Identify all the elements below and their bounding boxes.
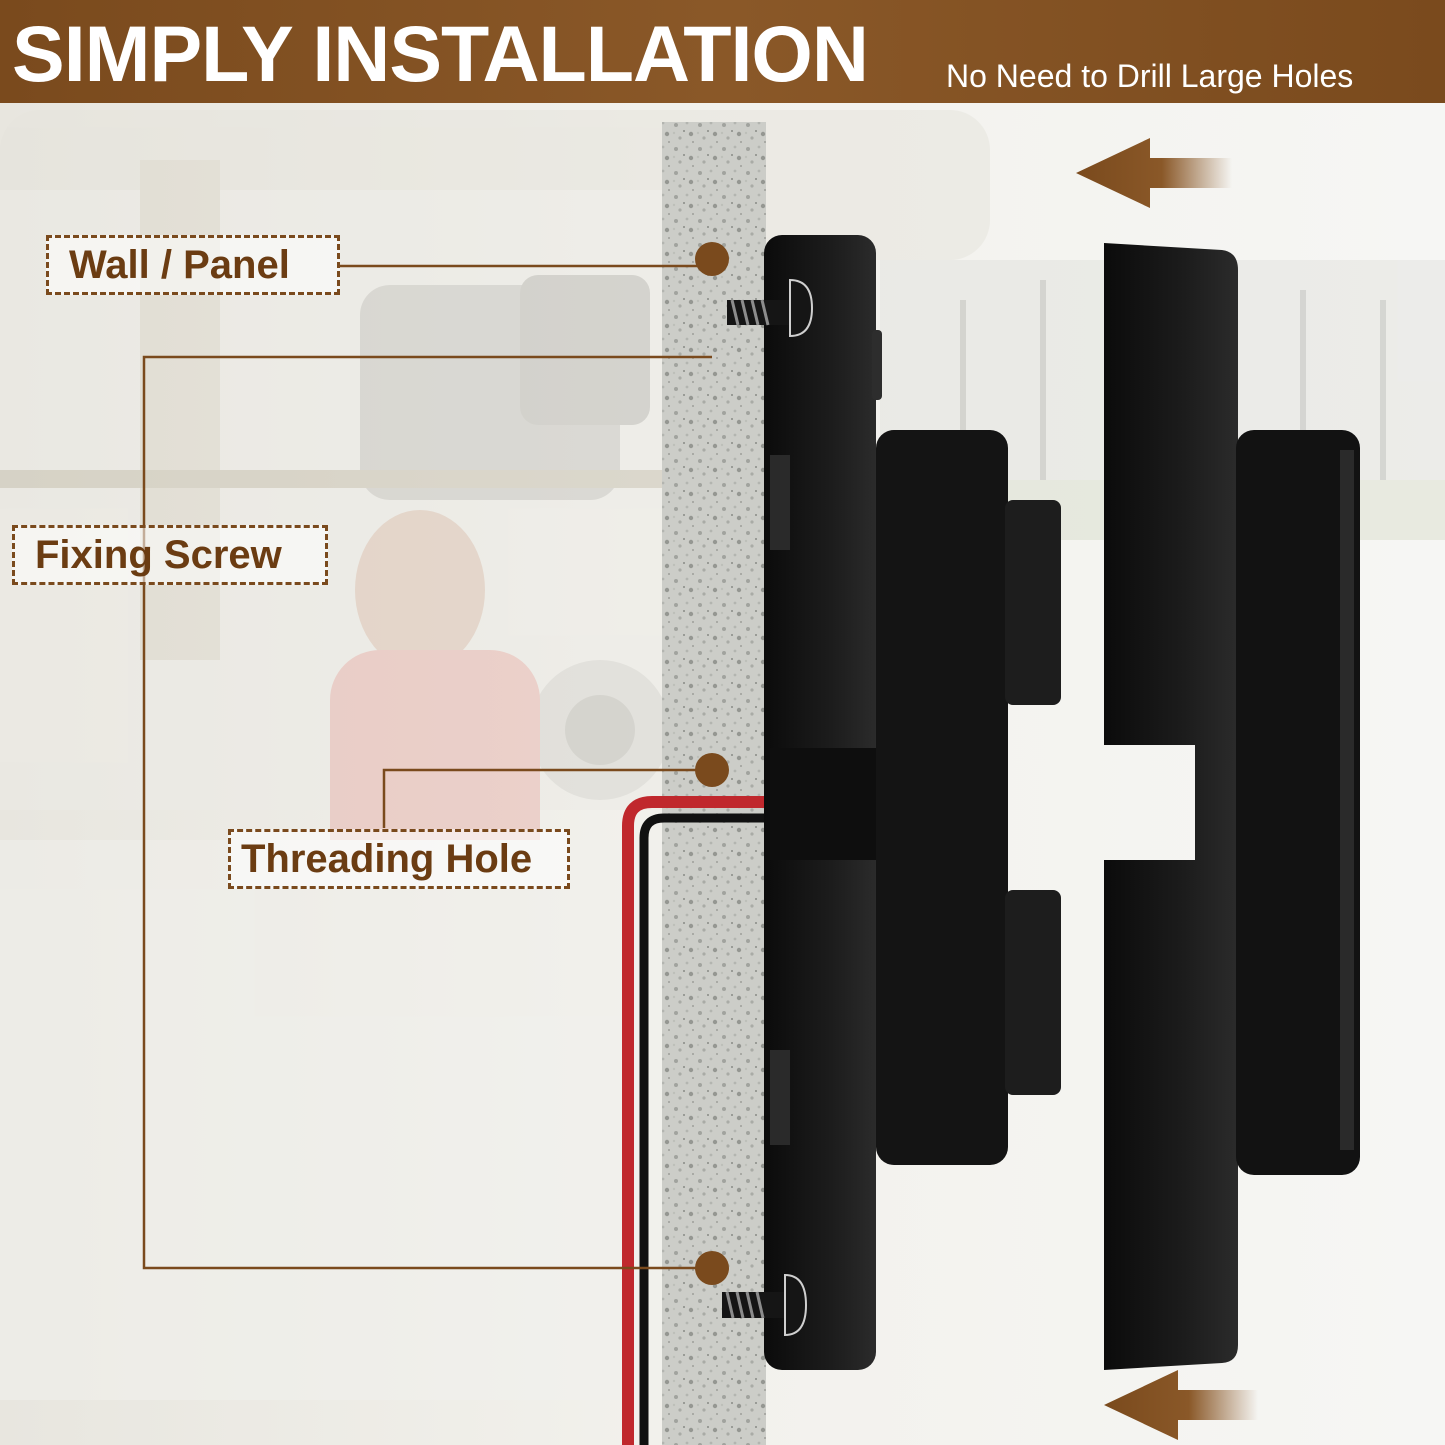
header-title: SIMPLY INSTALLATION [12, 9, 869, 98]
screw-top-icon [727, 278, 814, 338]
header-banner: SIMPLY INSTALLATION No Need to Drill Lar… [0, 0, 1445, 103]
label-threading-hole: Threading Hole [228, 829, 570, 889]
screw-bottom-icon [722, 1273, 808, 1337]
header-subtitle: No Need to Drill Large Holes [946, 58, 1354, 94]
leader-lines [142, 264, 712, 1270]
socket-mounted [764, 235, 1061, 1370]
installation-illustration [0, 103, 1445, 1445]
label-fixing-screw: Fixing Screw [12, 525, 328, 585]
callout-dot-screw [695, 1251, 729, 1285]
arrow-top-icon [1076, 138, 1232, 208]
label-wall-panel: Wall / Panel [46, 235, 340, 295]
socket-faceplate [1104, 243, 1360, 1370]
wire-red [622, 796, 766, 1445]
callout-dot-wall [695, 242, 729, 276]
wire-black [639, 813, 766, 1445]
callout-dot-threading [695, 753, 729, 787]
arrow-bottom-icon [1104, 1370, 1258, 1440]
